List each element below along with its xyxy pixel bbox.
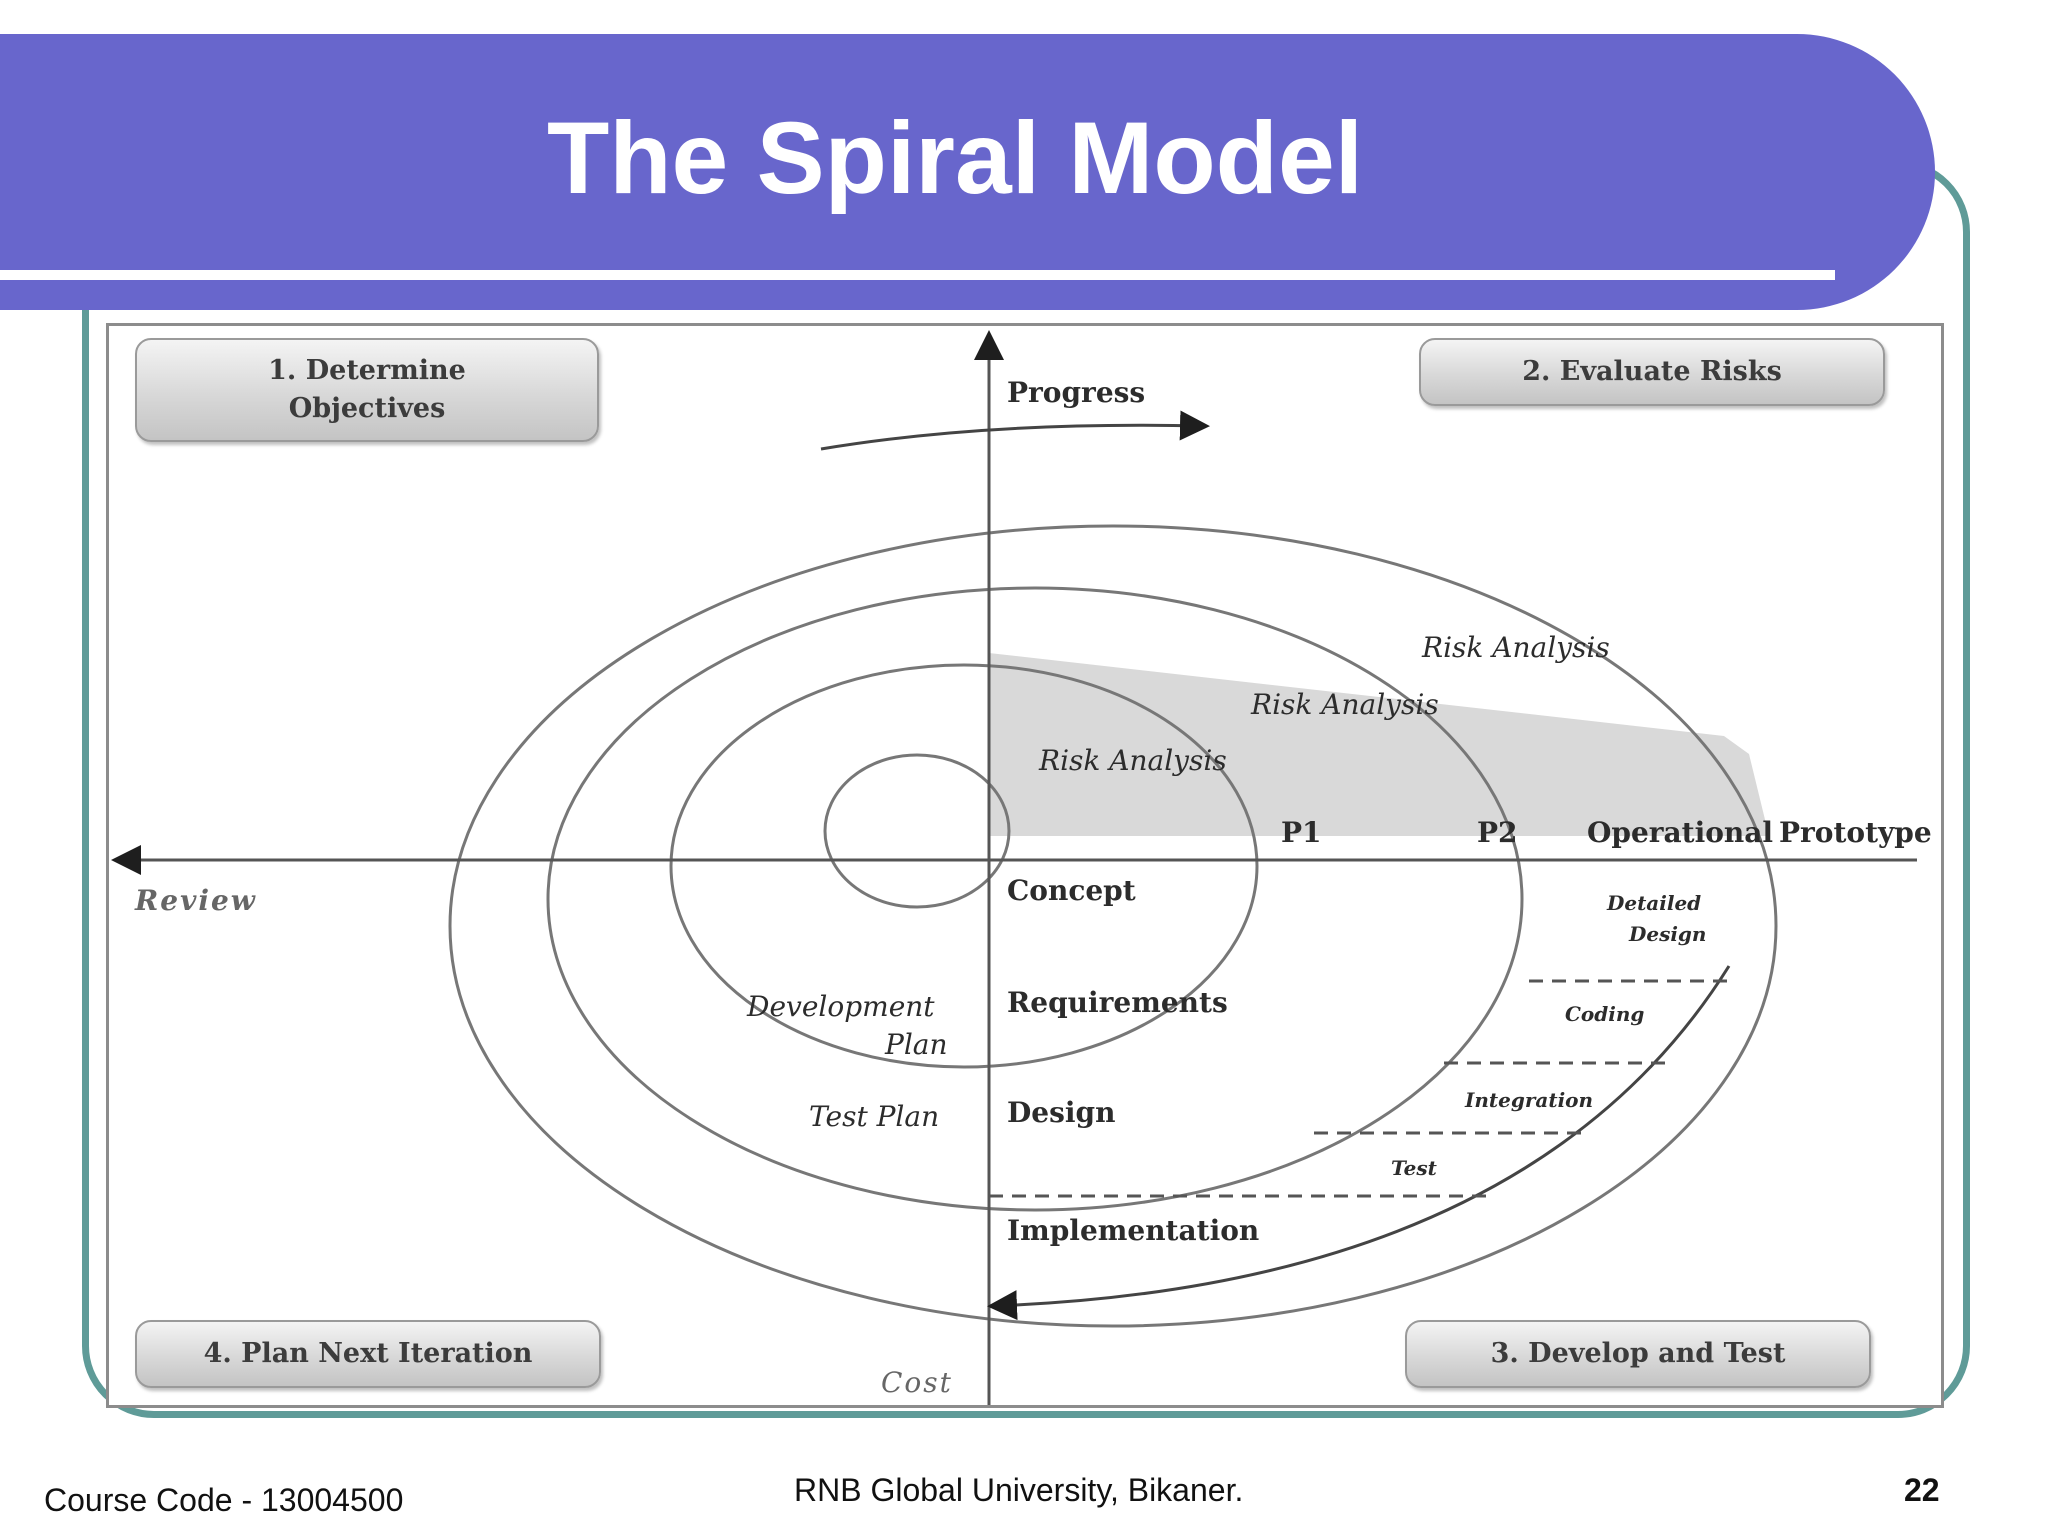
- axis-label-review: Review: [135, 884, 257, 917]
- spiral-graphic: [111, 330, 1917, 1405]
- plan-label-test-plan: Test Plan: [809, 1100, 940, 1133]
- footer-course-code: Course Code - 13004500: [44, 1482, 404, 1518]
- stage-label-design: Design: [1629, 922, 1707, 946]
- quadrant-develop-and-test: 3. Develop and Test: [1405, 1320, 1871, 1388]
- spiral-ring-3: [546, 586, 1524, 1212]
- stage-label-coding: Coding: [1565, 1002, 1645, 1026]
- quadrant-plan-next-iteration: 4. Plan Next Iteration: [135, 1320, 601, 1388]
- prototype-label-p1: P1: [1281, 816, 1322, 849]
- slide-title: The Spiral Model: [546, 101, 1364, 215]
- plan-label-development: Development: [747, 990, 935, 1023]
- prototype-label-p2: P2: [1477, 816, 1518, 849]
- stage-label-test: Test: [1391, 1156, 1437, 1180]
- axis-label-progress: Progress: [1007, 376, 1146, 409]
- page-number: 22: [1904, 1472, 1940, 1508]
- title-underline: [0, 270, 1835, 280]
- quadrant-evaluate-risks: 2. Evaluate Risks: [1419, 338, 1885, 406]
- phase-label-requirements: Requirements: [1007, 986, 1228, 1019]
- title-banner: [0, 34, 1935, 310]
- risk-analysis-label: Risk Analysis: [1422, 631, 1610, 664]
- spiral-diagram: 1. Determine Objectives 2. Evaluate Risk…: [106, 323, 1944, 1408]
- prototype-label-operational: Operational: [1587, 816, 1774, 849]
- prototype-wedge: [989, 653, 1769, 836]
- phase-label-design: Design: [1007, 1096, 1116, 1129]
- progress-arrow: [820, 410, 1210, 451]
- spiral-ring-2: [669, 663, 1259, 1069]
- quadrant-determine-objectives: 1. Determine Objectives: [135, 338, 599, 442]
- spiral-ring-4: [448, 524, 1778, 1328]
- risk-analysis-label: Risk Analysis: [1039, 744, 1227, 777]
- cost-arrow: [987, 965, 1731, 1321]
- spiral-ring-1: [823, 753, 1011, 909]
- phase-label-concept: Concept: [1007, 874, 1136, 907]
- axis-label-cost: Cost: [881, 1366, 953, 1399]
- stage-label-detailed: Detailed: [1607, 891, 1702, 915]
- prototype-label-prototype: Prototype: [1779, 816, 1932, 849]
- risk-analysis-label: Risk Analysis: [1251, 688, 1439, 721]
- plan-label-plan: Plan: [885, 1028, 948, 1061]
- phase-label-implementation: Implementation: [1007, 1214, 1260, 1247]
- footer-university: RNB Global University, Bikaner.: [794, 1472, 1244, 1508]
- stage-label-integration: Integration: [1465, 1088, 1594, 1112]
